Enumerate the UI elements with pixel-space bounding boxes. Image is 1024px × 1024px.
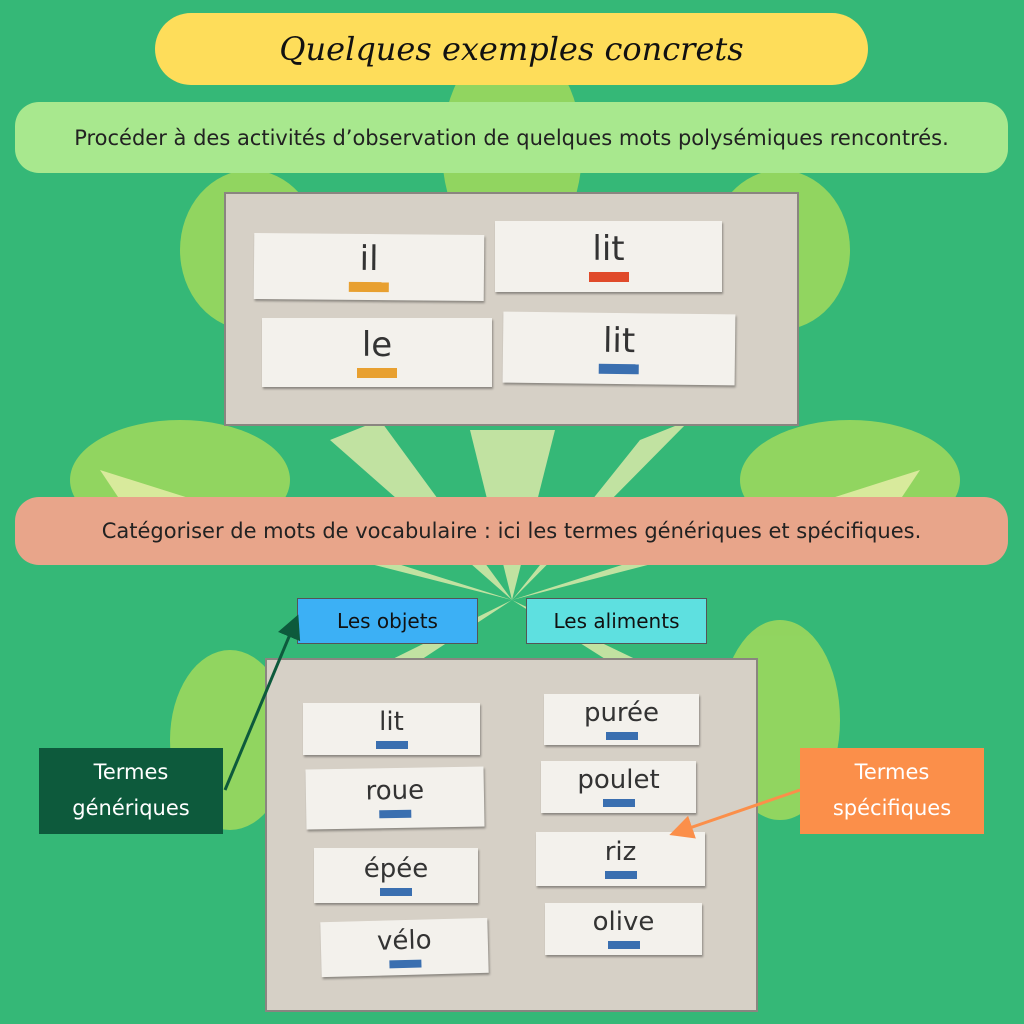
- color-bar: [375, 741, 408, 749]
- polysemy-banner: Procéder à des activités d’observation d…: [15, 102, 1008, 173]
- word: riz: [604, 837, 637, 867]
- color-bar: [348, 281, 389, 293]
- color-bar: [357, 367, 397, 378]
- color-bar: [607, 941, 640, 949]
- word-card: le: [262, 318, 492, 387]
- word-card: olive: [545, 903, 702, 955]
- category-objects: Les objets: [297, 598, 478, 644]
- label-line: Termes: [93, 760, 169, 785]
- word: il: [359, 238, 379, 280]
- specific-terms-label: Termes spécifiques: [800, 748, 984, 834]
- word-card: riz: [536, 832, 705, 886]
- color-bar: [602, 799, 635, 807]
- generic-terms-label: Termes génériques: [39, 748, 223, 834]
- word: lit: [592, 228, 625, 269]
- color-bar: [604, 871, 637, 879]
- word-card: poulet: [541, 761, 696, 813]
- word: olive: [592, 907, 655, 937]
- color-bar: [605, 731, 638, 740]
- word-card: lit: [502, 311, 736, 386]
- color-bar: [380, 887, 412, 896]
- categorize-banner: Catégoriser de mots de vocabulaire : ici…: [15, 497, 1008, 565]
- word: lit: [379, 707, 404, 737]
- label-line: Termes: [854, 760, 930, 785]
- page-title: Quelques exemples concrets: [155, 13, 868, 85]
- word-card: roue: [305, 766, 485, 830]
- color-bar: [388, 959, 422, 968]
- word-card: purée: [544, 694, 699, 745]
- word: purée: [583, 697, 660, 728]
- label-line: génériques: [72, 796, 190, 820]
- color-bar: [379, 809, 412, 819]
- word: roue: [365, 775, 425, 807]
- word-card: lit: [495, 221, 722, 292]
- word-card: épée: [314, 848, 478, 903]
- word: lit: [602, 320, 636, 361]
- word-card: vélo: [320, 917, 489, 978]
- word: vélo: [376, 924, 432, 957]
- category-foods: Les aliments: [526, 598, 707, 644]
- word-card: il: [253, 232, 485, 302]
- word: épée: [363, 853, 429, 884]
- word: poulet: [577, 765, 660, 795]
- color-bar: [588, 271, 629, 282]
- color-bar: [598, 363, 639, 374]
- word-card: lit: [303, 703, 480, 755]
- label-line: spécifiques: [832, 796, 952, 820]
- word: le: [361, 324, 393, 365]
